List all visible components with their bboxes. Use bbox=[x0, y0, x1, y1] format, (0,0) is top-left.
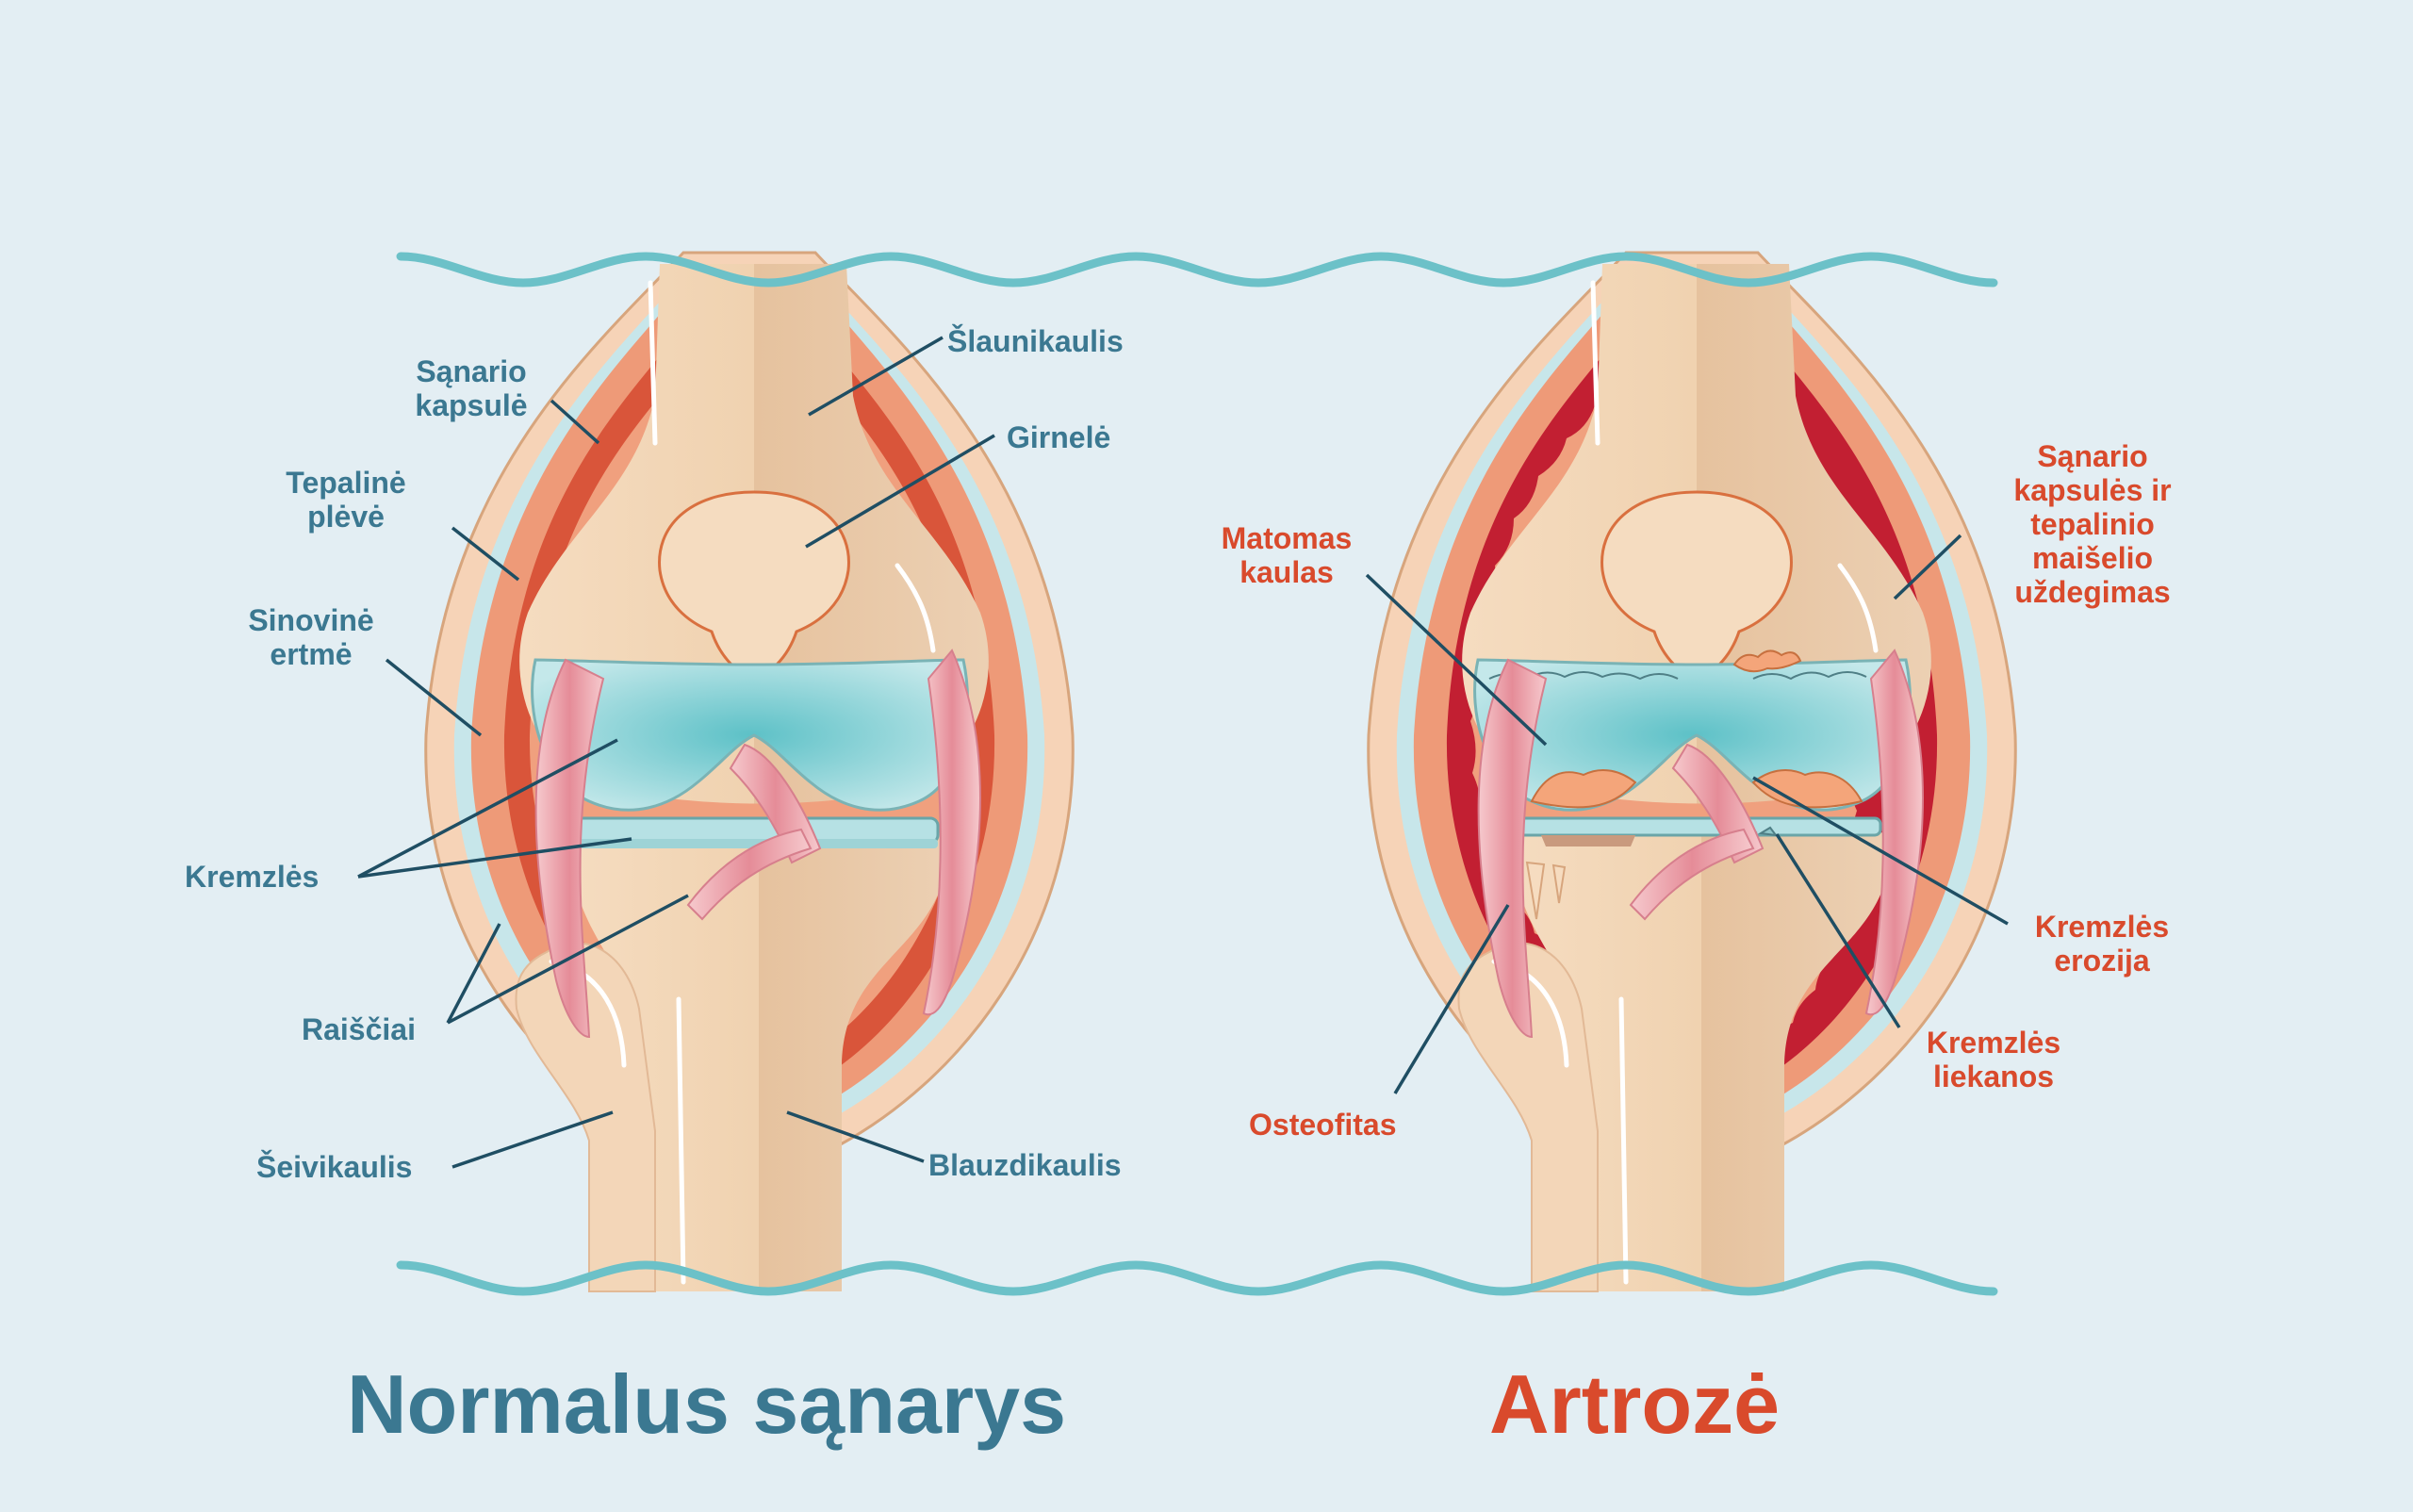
label-cartilage: Kremzlės bbox=[185, 860, 320, 894]
label-tibia: Blauzdikaulis bbox=[928, 1148, 1122, 1182]
label-femur: Šlaunikaulis bbox=[947, 324, 1124, 358]
bottom-wave bbox=[396, 1260, 1998, 1296]
normal-leader-lines bbox=[357, 336, 995, 1169]
normal-joint bbox=[424, 251, 1075, 1291]
label-osteophyte: Osteofitas bbox=[1249, 1108, 1397, 1142]
arthrosis-joint bbox=[1367, 251, 2017, 1291]
label-patella: Girnelė bbox=[1007, 420, 1111, 454]
label-ligaments: Raiščiai bbox=[302, 1012, 416, 1046]
arthrosis-title: Artrozė bbox=[1489, 1357, 1781, 1451]
label-fibula: Šeivikaulis bbox=[256, 1150, 413, 1184]
label-inflammation: Sąnario kapsulės ir tepalinio maišelio u… bbox=[2013, 439, 2172, 609]
arthrosis-leader-lines bbox=[1365, 534, 2009, 1094]
normal-joint-title: Normalus sąnarys bbox=[347, 1357, 1067, 1451]
top-wave bbox=[396, 252, 1998, 288]
